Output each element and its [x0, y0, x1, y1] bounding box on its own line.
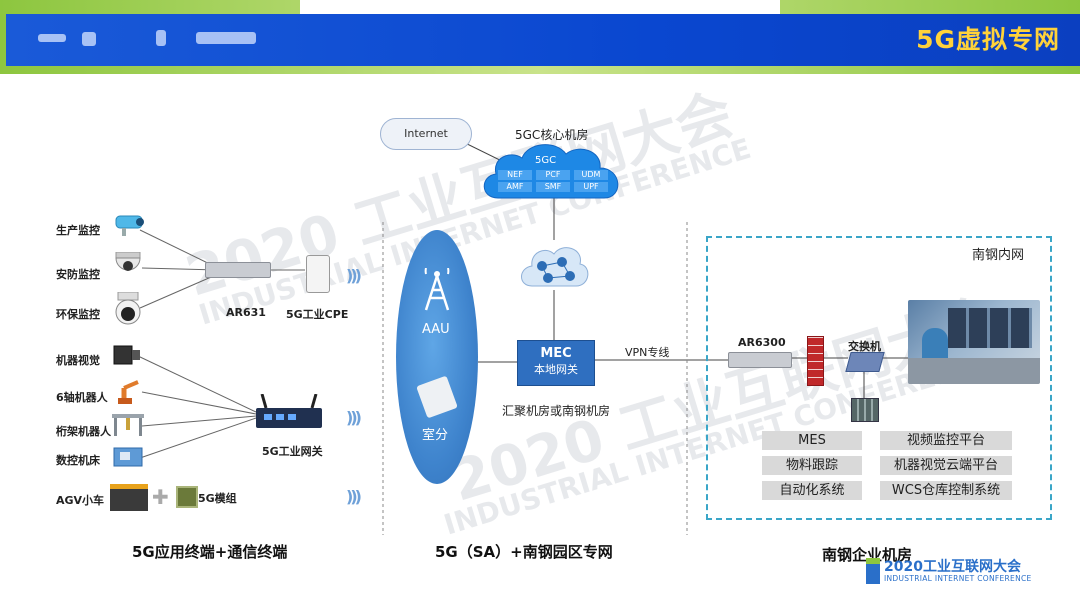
- mec-room-label: 汇聚机房或南钢机房: [502, 404, 611, 418]
- terminal-label: 环保监控: [56, 308, 100, 321]
- terminal-label: 机器视觉: [56, 354, 100, 367]
- console-desk: [908, 358, 1040, 384]
- 5g-module-icon: [176, 486, 198, 508]
- internet-cloud: Internet: [380, 118, 472, 150]
- ar631-label: AR631: [226, 306, 266, 319]
- system-tile-automation: 自动化系统: [762, 481, 862, 500]
- 5g-module-label: 5G模组: [198, 492, 237, 505]
- core-function: PCF: [536, 170, 570, 180]
- blurred-header-text: [196, 32, 256, 44]
- mec-subtitle: 本地网关: [534, 363, 578, 376]
- router-label: AR6300: [738, 336, 786, 349]
- router-cloud-icon: [521, 247, 589, 287]
- core-function: NEF: [498, 170, 532, 180]
- server-rack-icon: [851, 398, 879, 422]
- monitor-wall: [948, 308, 1032, 348]
- antenna-tower-icon: [424, 268, 450, 311]
- header-notch: [300, 0, 780, 14]
- core-function: SMF: [536, 182, 570, 192]
- switch-icon: [845, 352, 885, 372]
- 5gc-label: 5GC: [535, 155, 557, 166]
- signal-waves-icon: ))): [346, 266, 362, 285]
- system-tile-video: 视频监控平台: [880, 431, 1012, 450]
- conference-logo-subtitle: INDUSTRIAL INTERNET CONFERENCE: [884, 574, 1032, 583]
- core-room-label: 5GC核心机房: [515, 128, 589, 142]
- cpe-device-icon: [306, 255, 330, 293]
- core-function: AMF: [498, 182, 532, 192]
- ar6300-device-icon: [728, 352, 792, 368]
- control-room-photo: [908, 300, 1040, 384]
- ar631-device-icon: [205, 262, 271, 278]
- terminal-label: AGV小车: [56, 494, 105, 507]
- terminal-label: 桁架机器人: [56, 425, 111, 438]
- robot-arm-icon: [118, 380, 139, 404]
- conference-logo-mark: [866, 558, 880, 584]
- page-title: 5G虚拟专网: [916, 25, 1060, 54]
- vpn-label: VPN专线: [625, 346, 670, 359]
- aau-label: AAU: [422, 322, 450, 337]
- system-tile-tracking: 物料跟踪: [762, 456, 862, 475]
- caption-enterprise: 南钢企业机房: [822, 546, 913, 564]
- intranet-boundary: [706, 236, 1052, 520]
- agv-icon: [110, 484, 148, 511]
- header-bar: [6, 14, 1080, 66]
- blurred-header-text: [156, 30, 166, 46]
- gateway-device-icon: [256, 394, 322, 428]
- core-function: UPF: [574, 182, 608, 192]
- core-function: UDM: [574, 170, 608, 180]
- dome-camera-icon: [115, 252, 141, 271]
- bullet-camera-icon: [115, 215, 144, 236]
- system-tile-mes: MES: [762, 431, 862, 450]
- mec-title: MEC: [540, 346, 572, 361]
- gantry-robot-icon: [112, 414, 144, 436]
- signal-waves-icon: ))): [346, 487, 362, 506]
- industrial-camera-icon: [113, 345, 140, 365]
- mec-box: MEC 本地网关: [517, 340, 595, 386]
- blurred-header-text: [82, 32, 96, 46]
- terminal-label: 6轴机器人: [56, 391, 108, 404]
- core-function-grid: NEF PCF UDM AMF SMF UPF: [498, 170, 610, 192]
- signal-waves-icon: ))): [346, 408, 362, 427]
- conference-logo-title: 2020工业互联网大会: [884, 559, 1021, 575]
- plus-icon: ✚: [152, 485, 169, 509]
- terminal-label: 安防监控: [56, 268, 100, 281]
- cpe-label: 5G工业CPE: [286, 308, 349, 321]
- firewall-icon: [807, 336, 824, 386]
- intranet-label: 南钢内网: [972, 248, 1025, 263]
- indoor-label: 室分: [422, 428, 449, 443]
- switch-label: 交换机: [848, 340, 881, 353]
- system-tile-wcs: WCS仓库控制系统: [880, 481, 1012, 500]
- gateway-label: 5G工业网关: [262, 445, 323, 458]
- internet-label: Internet: [404, 127, 448, 140]
- terminal-label: 生产监控: [56, 224, 100, 237]
- caption-network: 5G（SA）+南钢园区专网: [435, 543, 613, 561]
- caption-terminals: 5G应用终端+通信终端: [132, 543, 288, 561]
- system-tile-vision: 机器视觉云端平台: [880, 456, 1012, 475]
- ptz-camera-icon: [115, 292, 141, 325]
- cnc-machine-icon: [113, 447, 143, 467]
- terminal-label: 数控机床: [56, 454, 100, 467]
- blurred-header-text: [38, 34, 66, 42]
